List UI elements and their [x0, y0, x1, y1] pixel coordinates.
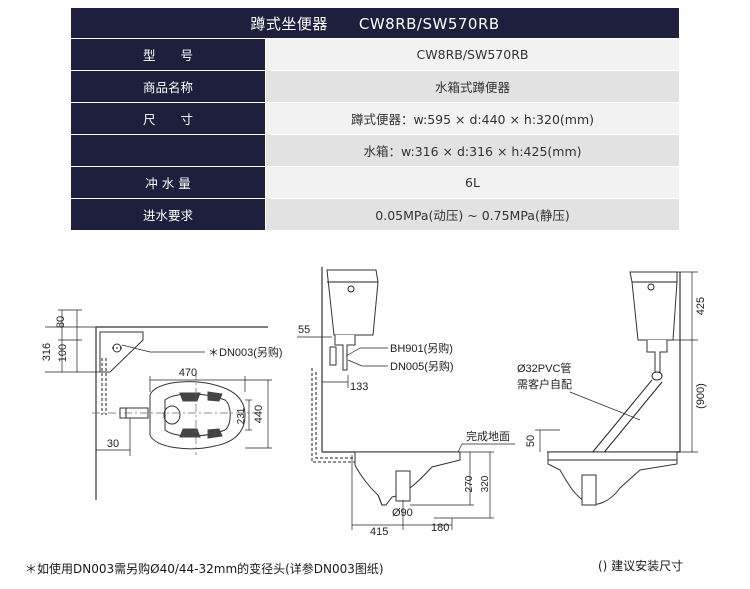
row-label-flush: 冲 水 量: [71, 167, 265, 198]
row-label-water: 进水要求: [71, 199, 265, 230]
dim-320: 320: [480, 475, 491, 492]
footnote-recommended: () 建议安装尺寸: [598, 559, 684, 573]
dim-415: 415: [370, 526, 388, 538]
table-title: 蹲式坐便器 CW8RB/SW570RB: [71, 8, 679, 38]
plan-view: [45, 309, 272, 500]
footnote-dn003: ＊如使用DN003需另购Ø40/44-32mm的变径头(详参DN003图纸): [25, 562, 384, 576]
row-value-water: 0.05MPa(动压) ~ 0.75MPa(静压): [265, 199, 679, 230]
row-label-size: 尺 寸: [71, 103, 265, 134]
dim-55: 55: [298, 324, 310, 336]
row-value-size-toilet: 蹲式便器：w:595 × d:440 × h:320(mm): [265, 103, 679, 134]
callout-dn003: ＊DN003(另购): [208, 345, 283, 359]
dim-90: Ø90: [392, 507, 413, 519]
table-row: 型 号 CW8RB/SW570RB: [71, 38, 679, 70]
spec-table: 蹲式坐便器 CW8RB/SW570RB 型 号 CW8RB/SW570RB 商品…: [71, 8, 679, 230]
floor-label: 完成地面: [466, 429, 510, 443]
row-value-model: CW8RB/SW570RB: [265, 39, 679, 70]
callout-dn005: DN005(另购): [390, 359, 454, 373]
row-value-flush: 6L: [265, 167, 679, 198]
dim-900: (900): [695, 383, 707, 409]
row-value-name: 水箱式蹲便器: [265, 71, 679, 102]
table-row: 进水要求 0.05MPa(动压) ~ 0.75MPa(静压): [71, 198, 679, 230]
side-view: [297, 267, 515, 530]
table-row: 水箱：w:316 × d:316 × h:425(mm): [71, 134, 679, 166]
front-view: [535, 271, 698, 506]
dim-80: 80: [55, 316, 67, 328]
dim-270: 270: [464, 475, 475, 492]
row-value-size-tank: 水箱：w:316 × d:316 × h:425(mm): [265, 135, 679, 166]
callout-pvc-2: 需客户自配: [517, 377, 572, 391]
dim-316: 316: [41, 343, 53, 361]
row-label-name: 商品名称: [71, 71, 265, 102]
callout-bh901: BH901(另购): [390, 341, 453, 355]
dim-180: 180: [431, 522, 449, 534]
dim-425: 425: [695, 297, 707, 315]
dim-133: 133: [350, 381, 368, 393]
table-row: 冲 水 量 6L: [71, 166, 679, 198]
dim-30: 30: [107, 438, 119, 450]
dim-470: 470: [179, 367, 197, 379]
dim-440: 440: [253, 405, 265, 423]
dim-231: 231: [236, 407, 247, 424]
row-label-empty: [71, 135, 265, 166]
dim-100: 100: [57, 344, 69, 362]
table-row: 商品名称 水箱式蹲便器: [71, 70, 679, 102]
dim-50: 50: [525, 435, 537, 447]
row-label-model: 型 号: [71, 39, 265, 70]
table-row: 尺 寸 蹲式便器：w:595 × d:440 × h:320(mm): [71, 102, 679, 134]
callout-pvc-1: Ø32PVC管: [517, 361, 571, 375]
